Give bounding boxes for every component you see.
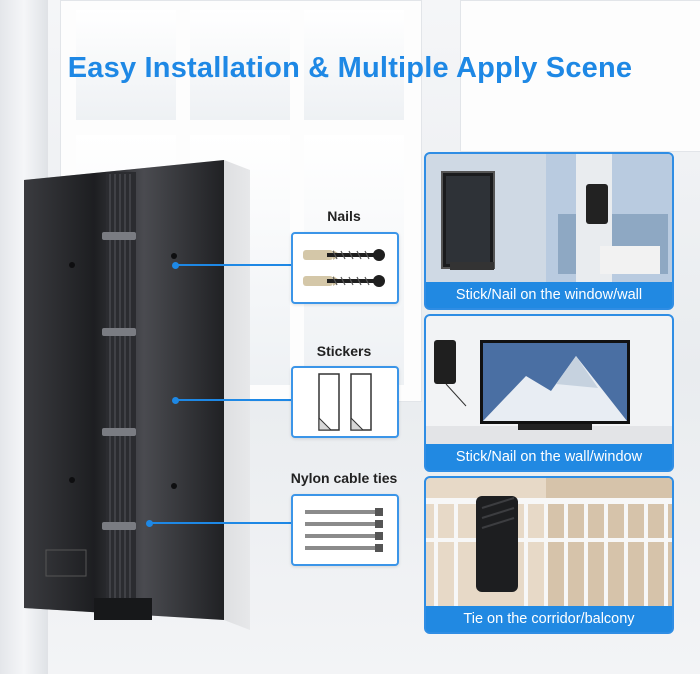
scene-card-wall-window: Stick/Nail on the wall/window [424, 314, 674, 472]
scene-card-window-wall: Stick/Nail on the window/wall [424, 152, 674, 310]
connector-line-stickers [176, 399, 292, 401]
connector-dot-stickers [172, 397, 179, 404]
wall-window-scene-image [426, 316, 672, 444]
scene-card-corridor-balcony: Tie on the corridor/balcony [424, 476, 674, 634]
nails-icon [303, 249, 385, 287]
page-title: Easy Installation & Multiple Apply Scene [67, 52, 633, 84]
background-window [460, 0, 700, 152]
antenna-panel [24, 160, 250, 630]
window-wall-scene-image [426, 154, 672, 282]
antenna-panel-graphic [24, 160, 250, 630]
stickers-icon [318, 373, 372, 431]
connector-dot-cable-ties [146, 520, 153, 527]
connector-line-nails [176, 264, 292, 266]
cable-ties-box [291, 494, 399, 566]
stickers-box [291, 366, 399, 438]
scene-caption: Tie on the corridor/balcony [426, 606, 672, 632]
nails-box [291, 232, 399, 304]
accessory-label-stickers: Stickers [316, 343, 372, 359]
window-pane [304, 10, 404, 120]
window-pane [76, 10, 176, 120]
scene-caption: Stick/Nail on the window/wall [426, 282, 672, 308]
connector-line-cable-ties [150, 522, 292, 524]
connector-dot-nails [172, 262, 179, 269]
accessory-label-cable-ties: Nylon cable ties [290, 470, 398, 486]
window-pane [190, 10, 290, 120]
corridor-balcony-scene-image [426, 478, 672, 606]
scene-caption: Stick/Nail on the wall/window [426, 444, 672, 470]
accessory-label-nails: Nails [327, 208, 361, 224]
cable-ties-icon [305, 508, 383, 552]
